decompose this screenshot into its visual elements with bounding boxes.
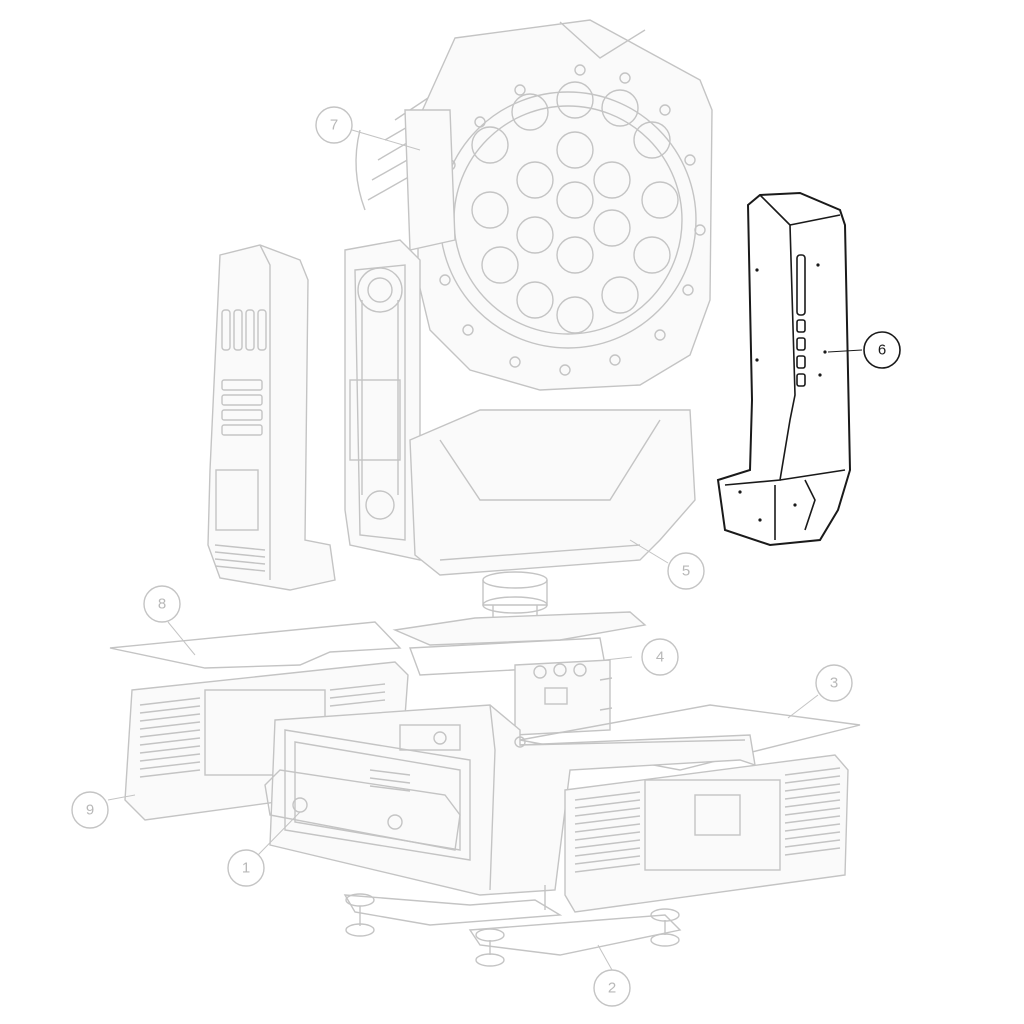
base-body [264,704,756,896]
leader-1 [257,811,301,856]
front-base-panel [564,754,849,913]
leader-lines [107,129,863,971]
right-cover-screws [738,263,827,522]
leader-2 [597,944,613,971]
base-button-grid [369,769,411,792]
callout-7: 7 [315,106,353,144]
top-plate [109,621,402,669]
callout-5: 5 [667,552,705,590]
callout-1: 1 [227,849,265,887]
callout-4-label: 4 [656,649,664,666]
yoke-cover-right-highlighted [716,191,852,547]
callout-7-label: 7 [330,117,338,134]
callout-1-label: 1 [242,860,250,877]
leader-3 [787,694,819,719]
pan-mount-plate [392,611,647,736]
yoke-body [409,409,696,576]
callout-3-label: 3 [830,675,838,692]
leader-8 [167,621,196,656]
callout-9: 9 [71,791,109,829]
yoke-belt-plate [354,264,406,541]
left-cover-vents [214,309,267,572]
callout-5-label: 5 [682,563,690,580]
leader-5 [629,539,669,564]
base-internal-parts [399,724,526,751]
yoke-left-arm [344,239,421,561]
callout-3: 3 [815,664,853,702]
leader-4 [604,656,633,661]
leader-9 [107,794,136,801]
leader-7 [351,129,421,151]
omega-brackets [343,885,682,967]
callout-2: 2 [593,969,631,1007]
callout-2-label: 2 [608,980,616,997]
callout-6: 6 [863,331,901,369]
yoke-assembly [344,239,696,576]
yoke-cover-left [207,244,336,591]
callout-6-label: 6 [878,342,886,359]
callout-4: 4 [641,638,679,676]
callout-8: 8 [143,585,181,623]
callout-8-label: 8 [158,596,166,613]
leader-6 [827,349,863,353]
callout-9-label: 9 [86,802,94,819]
led-lenses [471,81,679,334]
